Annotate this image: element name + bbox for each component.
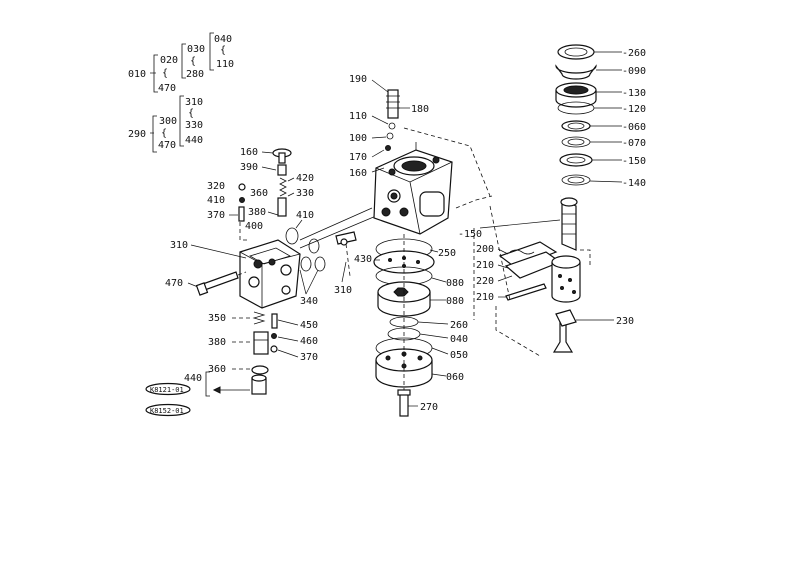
callout-260: 270 [420,402,438,413]
fitting-part-190 [387,89,399,119]
assembly-hierarchy-tree: 010 020 { 470 030 { 280 040 { 110 290 30… [128,32,234,153]
pin-part-230 [505,283,547,301]
spool-column: -260 -090 -130 -120 -060 -070 -150 -140 … [455,44,646,357]
svg-text:K8121-01: K8121-01 [150,386,184,394]
callout-420: 390 [240,162,258,173]
callout-320: 330 [296,188,314,199]
callout-040: 040 [214,34,232,45]
callout-470: 470 [158,140,176,151]
svg-text:{: { [161,128,167,139]
callout-120: -130 [622,88,646,99]
washer-part-150a [561,136,591,148]
bolt-part-260 [399,391,409,417]
plug-part-460 [253,331,269,355]
callout-200: -150 [458,229,482,240]
svg-text:{: { [220,45,226,56]
callout-110: 110 [216,59,234,70]
callout-140: -150 [622,156,646,167]
callout-060: 050 [450,350,468,361]
bearing-part-140 [559,153,593,167]
o-ring-part-310 [285,227,299,245]
callout-070: -060 [622,122,646,133]
callout-090: -260 [622,48,646,59]
callout-170: 170 [349,152,367,163]
valve-block-cluster: 160 390 420 330 320 360 410 370 380 400 … [145,147,377,417]
callout-080: 250 [438,248,456,259]
callout-190: 190 [349,74,367,85]
callout-180: 180 [411,104,429,115]
callout-100: 100 [349,133,367,144]
callout-440: 440 [185,135,203,146]
callout-260: 080 [446,296,464,307]
svg-text:{: { [188,108,194,119]
callout-150: -140 [622,178,646,189]
callout-050: 040 [450,334,468,345]
callout-380: 450 [300,320,318,331]
callout-430: 440 [184,373,202,384]
poppet-part-320 [277,197,287,217]
callout-350: 310 [334,285,352,296]
callout-470: 470 [158,83,176,94]
reference-stamp-2: K8152-01 [145,403,191,417]
callout-460: 380 [208,337,226,348]
callout-360: 320 [207,181,225,192]
callout-370: 460 [300,336,318,347]
callout-210: 220 [476,276,494,287]
callout-160: 160 [349,168,367,179]
callout-360: 370 [300,352,318,363]
callout-310: 340 [300,296,318,307]
reference-stamp-1: K8121-01 [145,382,191,396]
callout-330: 330 [185,120,203,131]
callout-450: 350 [208,313,226,324]
spool-part-200 [561,199,577,251]
washer-part-440 [251,365,269,375]
callout-310: 410 [296,210,314,221]
callout-470: 310 [170,240,188,251]
dust-seal-part-090 [557,44,595,60]
svg-text:{: { [162,68,168,79]
callout-410: 360 [250,188,268,199]
washer-part-150b [561,174,591,186]
callout-130: -090 [622,66,646,77]
callout-060: -120 [622,104,646,115]
svg-text:{: { [190,56,196,67]
callout-410: 400 [245,221,263,232]
callout-220: 210 [476,260,494,271]
callout-210: 200 [476,244,494,255]
callout-330: 420 [296,173,314,184]
seal-part-070 [561,120,591,132]
callout-380: 370 [207,210,225,221]
svg-text:K8152-01: K8152-01 [150,407,184,415]
callout-080: 080 [446,278,464,289]
callout-300: 300 [159,116,177,127]
callout-440: 360 [208,364,226,375]
spring-part-330 [279,177,287,197]
callout-250: 430 [354,254,372,265]
callout-040: 260 [450,320,468,331]
callout-280: 280 [186,69,204,80]
callout-310: 310 [185,97,203,108]
callout-390: 160 [240,147,258,158]
callout-290: 290 [128,129,146,140]
callout-150: -070 [622,138,646,149]
callout-240: 230 [616,316,634,327]
callout-020: 020 [160,55,178,66]
callout-370: 410 [207,195,225,206]
spring-part-450 [252,311,266,325]
callout-110: 110 [349,111,367,122]
main-housing-cluster: 190 180 110 100 170 160 390 420 330 390 [349,74,491,417]
callout-030: 030 [187,44,205,55]
cap-part-130 [555,64,597,80]
callout-010: 010 [128,69,146,80]
callout-400: 380 [248,207,266,218]
callout-270: 060 [446,372,464,383]
callout-230: 210 [476,292,494,303]
plug-part-420 [277,164,287,176]
callout-340: 470 [165,278,183,289]
